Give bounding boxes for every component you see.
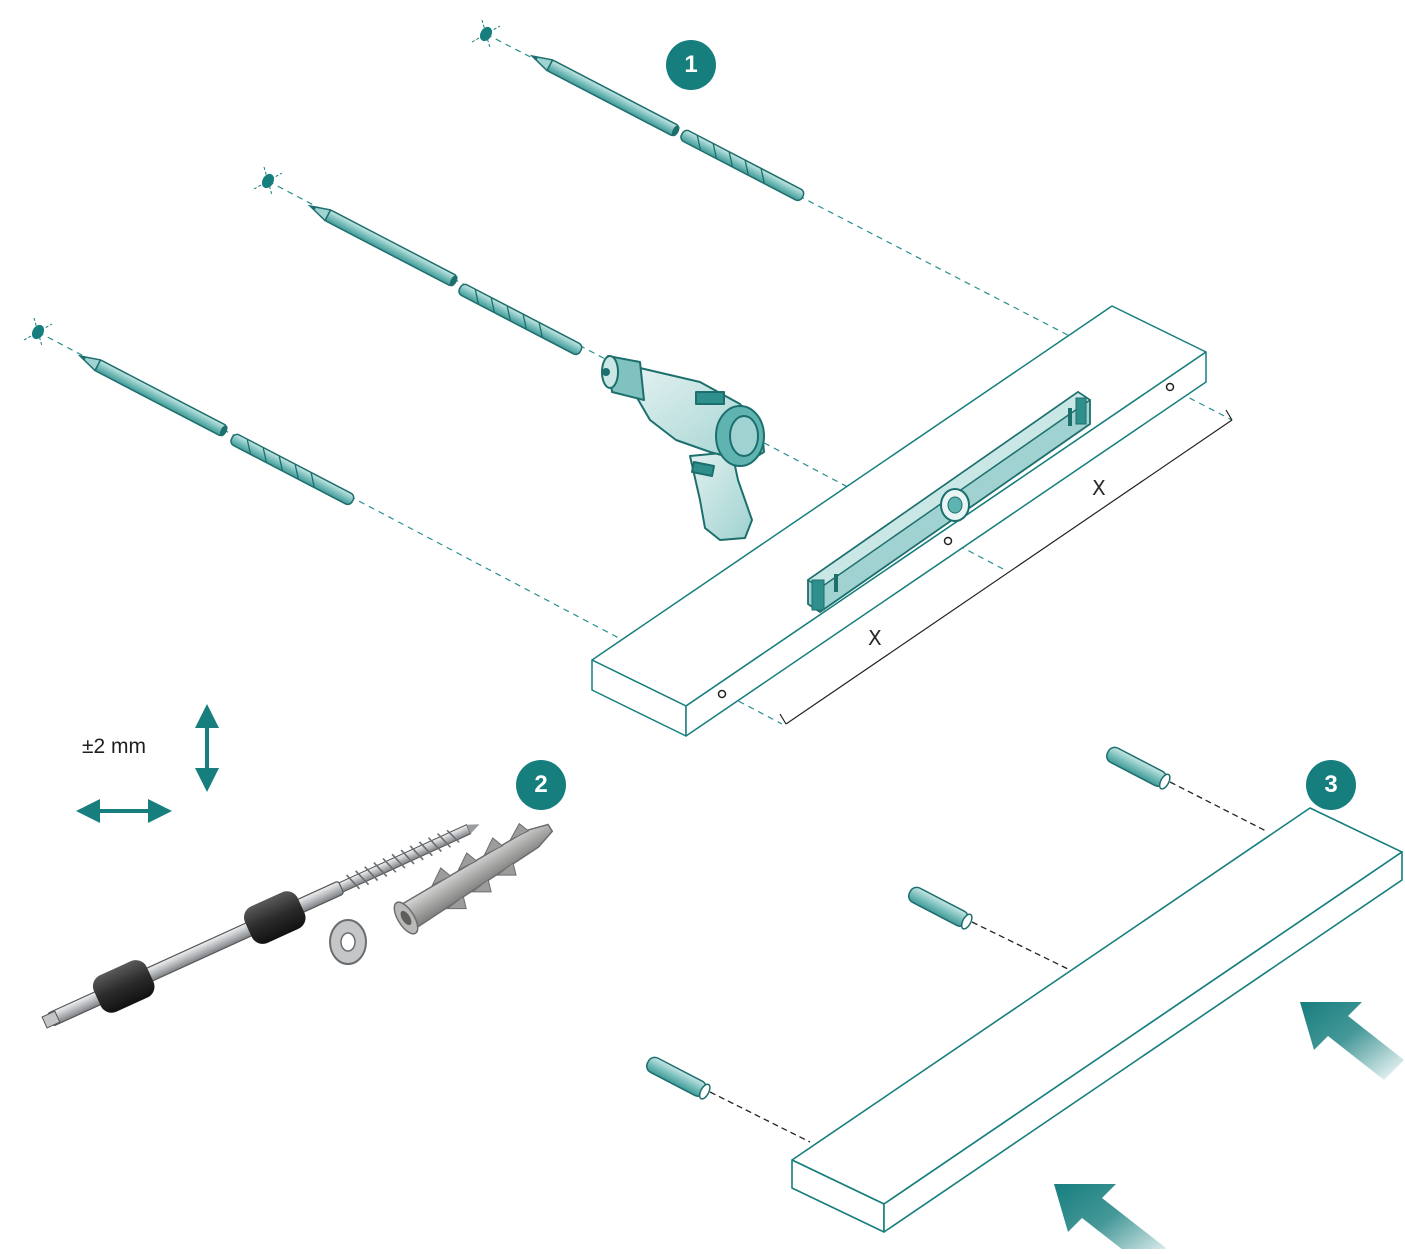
step-1-badge: 1 [666, 40, 716, 90]
dimension-label-x-lower: X [868, 626, 882, 650]
tolerance-label: ±2 mm [82, 735, 146, 759]
step-1-number: 1 [684, 51, 697, 79]
wall-mark-icon [24, 20, 500, 346]
power-drill-icon [602, 356, 764, 540]
pencil-icon [77, 51, 681, 438]
tolerance-arrows [88, 716, 207, 811]
step-3-number: 3 [1324, 771, 1337, 799]
step-2-number: 2 [534, 771, 547, 799]
step-2-badge: 2 [516, 760, 566, 810]
washer-icon [330, 920, 366, 964]
dimension-label-x-upper: X [1092, 476, 1106, 500]
step-3-badge: 3 [1306, 760, 1356, 810]
